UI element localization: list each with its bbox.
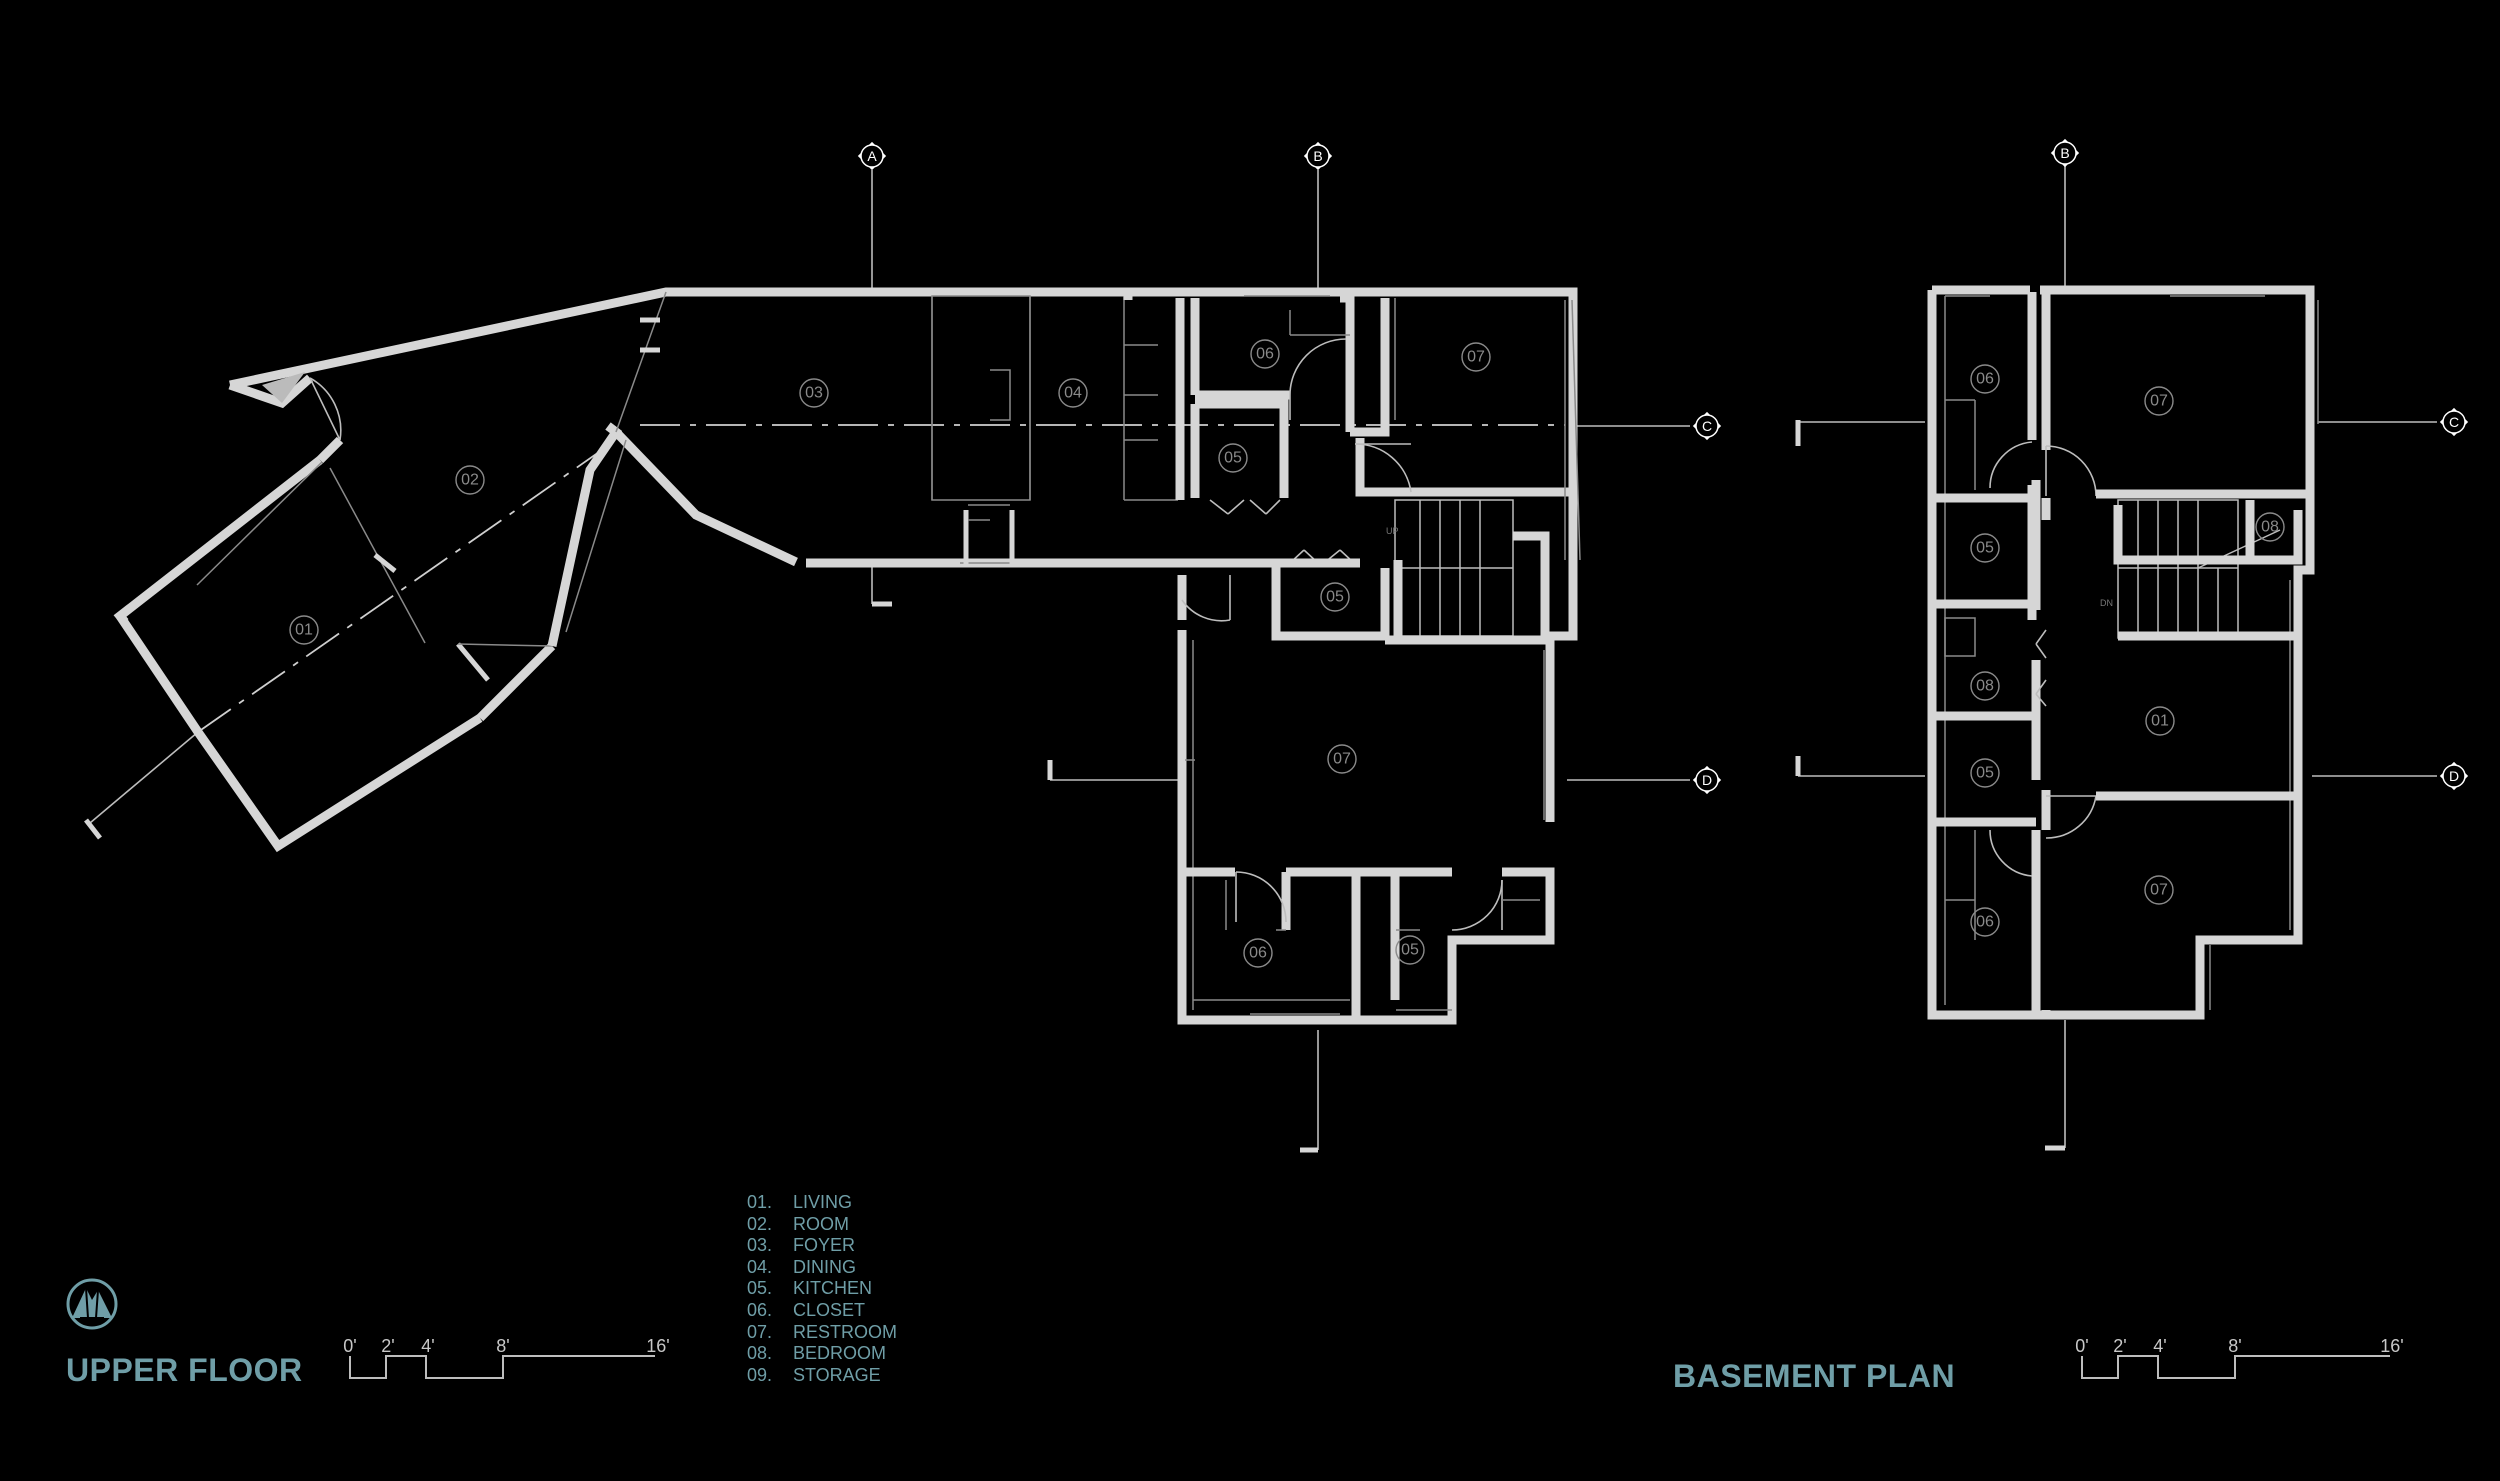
- basement-tag-07a: 07: [2144, 386, 2174, 416]
- scale-bar-upper: 0' 2' 4' 8' 16': [343, 1336, 670, 1379]
- room-tag-07a: 07: [1461, 342, 1491, 372]
- legend-item: 03.FOYER: [747, 1235, 856, 1256]
- svg-text:05: 05: [1401, 942, 1419, 959]
- room-tag-02: 02: [455, 465, 485, 495]
- svg-text:16': 16': [646, 1336, 669, 1356]
- legend-item: 06.CLOSET: [747, 1299, 866, 1320]
- svg-text:D: D: [2449, 768, 2459, 784]
- basement-plan: DN 06 07 05 08 08 01 05 07 06 B C D: [1795, 138, 2469, 1151]
- grid-bubble-d-basement: D: [2439, 761, 2469, 791]
- legend-item: 02.ROOM: [747, 1213, 849, 1234]
- svg-text:4': 4': [2153, 1336, 2166, 1356]
- basement-tag-07b: 07: [2144, 875, 2174, 905]
- room-tag-04: 04: [1058, 378, 1088, 408]
- svg-text:08: 08: [2261, 519, 2279, 536]
- legend-item: 05.KITCHEN: [747, 1278, 873, 1299]
- svg-text:02: 02: [461, 472, 479, 489]
- svg-text:06: 06: [1256, 346, 1274, 363]
- room-tag-03: 03: [799, 378, 829, 408]
- svg-text:2': 2': [381, 1336, 394, 1356]
- legend-item: 01.LIVING: [747, 1192, 853, 1212]
- room-tag-05a: 05: [1218, 443, 1248, 473]
- room-tag-06b: 06: [1243, 938, 1273, 968]
- svg-text:03: 03: [805, 385, 823, 402]
- svg-text:0': 0': [2075, 1336, 2088, 1356]
- room-tag-05b: 05: [1320, 582, 1350, 612]
- svg-text:06: 06: [1976, 371, 1994, 388]
- grid-bubble-b-basement: B: [2050, 138, 2080, 168]
- svg-text:A: A: [867, 148, 877, 164]
- basement-tag-08a: 08: [2255, 512, 2285, 542]
- grid-bubble-b-upper: B: [1303, 141, 1333, 171]
- svg-text:05: 05: [1976, 540, 1994, 557]
- svg-text:B: B: [1313, 148, 1322, 164]
- upper-stair: UP: [1386, 499, 1514, 637]
- svg-text:B: B: [2060, 145, 2069, 161]
- legend-item: 07.RESTROOM: [747, 1321, 898, 1342]
- svg-text:16': 16': [2380, 1336, 2403, 1356]
- svg-text:08: 08: [1976, 678, 1994, 695]
- svg-text:4': 4': [421, 1336, 434, 1356]
- svg-text:2': 2': [2113, 1336, 2126, 1356]
- room-tag-01: 01: [289, 615, 319, 645]
- legend-item: 09.STORAGE: [747, 1364, 881, 1385]
- basement-tag-06b: 06: [1970, 907, 2000, 937]
- svg-text:01: 01: [2151, 713, 2169, 730]
- basement-tag-05b: 05: [1970, 758, 2000, 788]
- room-tag-07b: 07: [1327, 744, 1357, 774]
- room-tag-06a: 06: [1250, 339, 1280, 369]
- mountain-logo-icon: [66, 1278, 118, 1330]
- svg-text:05: 05: [1976, 765, 1994, 782]
- legend-item: 08.BEDROOM: [747, 1343, 887, 1364]
- basement-tag-05a: 05: [1970, 533, 2000, 563]
- svg-text:8': 8': [496, 1336, 509, 1356]
- svg-text:04: 04: [1064, 385, 1082, 402]
- legend-item: 04.DINING: [747, 1256, 856, 1277]
- svg-text:07: 07: [2150, 882, 2168, 899]
- grid-bubble-d-upper: D: [1692, 765, 1722, 795]
- basement-tag-08b: 08: [1970, 671, 2000, 701]
- svg-text:0': 0': [343, 1336, 356, 1356]
- grid-bubble-c-upper: C: [1692, 411, 1722, 441]
- stair-down-label: DN: [2100, 598, 2113, 608]
- grid-bubble-c-basement: C: [2439, 407, 2469, 437]
- scale-bar-basement: 0' 2' 4' 8' 16': [2075, 1336, 2404, 1379]
- svg-text:05: 05: [1326, 589, 1344, 606]
- room-tag-05c: 05: [1395, 935, 1425, 965]
- room-legend: 01.LIVING 02.ROOM 03.FOYER 04.DINING 05.…: [747, 1192, 897, 1386]
- svg-text:07: 07: [1467, 349, 1485, 366]
- basement-tag-06a: 06: [1970, 364, 2000, 394]
- svg-text:07: 07: [1333, 751, 1351, 768]
- svg-text:C: C: [1702, 418, 1712, 434]
- svg-text:07: 07: [2150, 393, 2168, 410]
- svg-text:C: C: [2449, 414, 2459, 430]
- upper-floor-plan: UP: [84, 141, 1722, 1153]
- stair-up-label: UP: [1386, 526, 1399, 536]
- svg-text:01: 01: [295, 622, 313, 639]
- grid-bubble-a: A: [857, 141, 887, 171]
- svg-text:06: 06: [1249, 945, 1267, 962]
- svg-text:D: D: [1702, 772, 1712, 788]
- svg-text:8': 8': [2228, 1336, 2241, 1356]
- upper-floor-title: UPPER FLOOR: [66, 1352, 303, 1388]
- svg-text:06: 06: [1976, 914, 1994, 931]
- basement-plan-title: BASEMENT PLAN: [1673, 1358, 1956, 1394]
- svg-text:05: 05: [1224, 450, 1242, 467]
- basement-tag-01: 01: [2145, 706, 2175, 736]
